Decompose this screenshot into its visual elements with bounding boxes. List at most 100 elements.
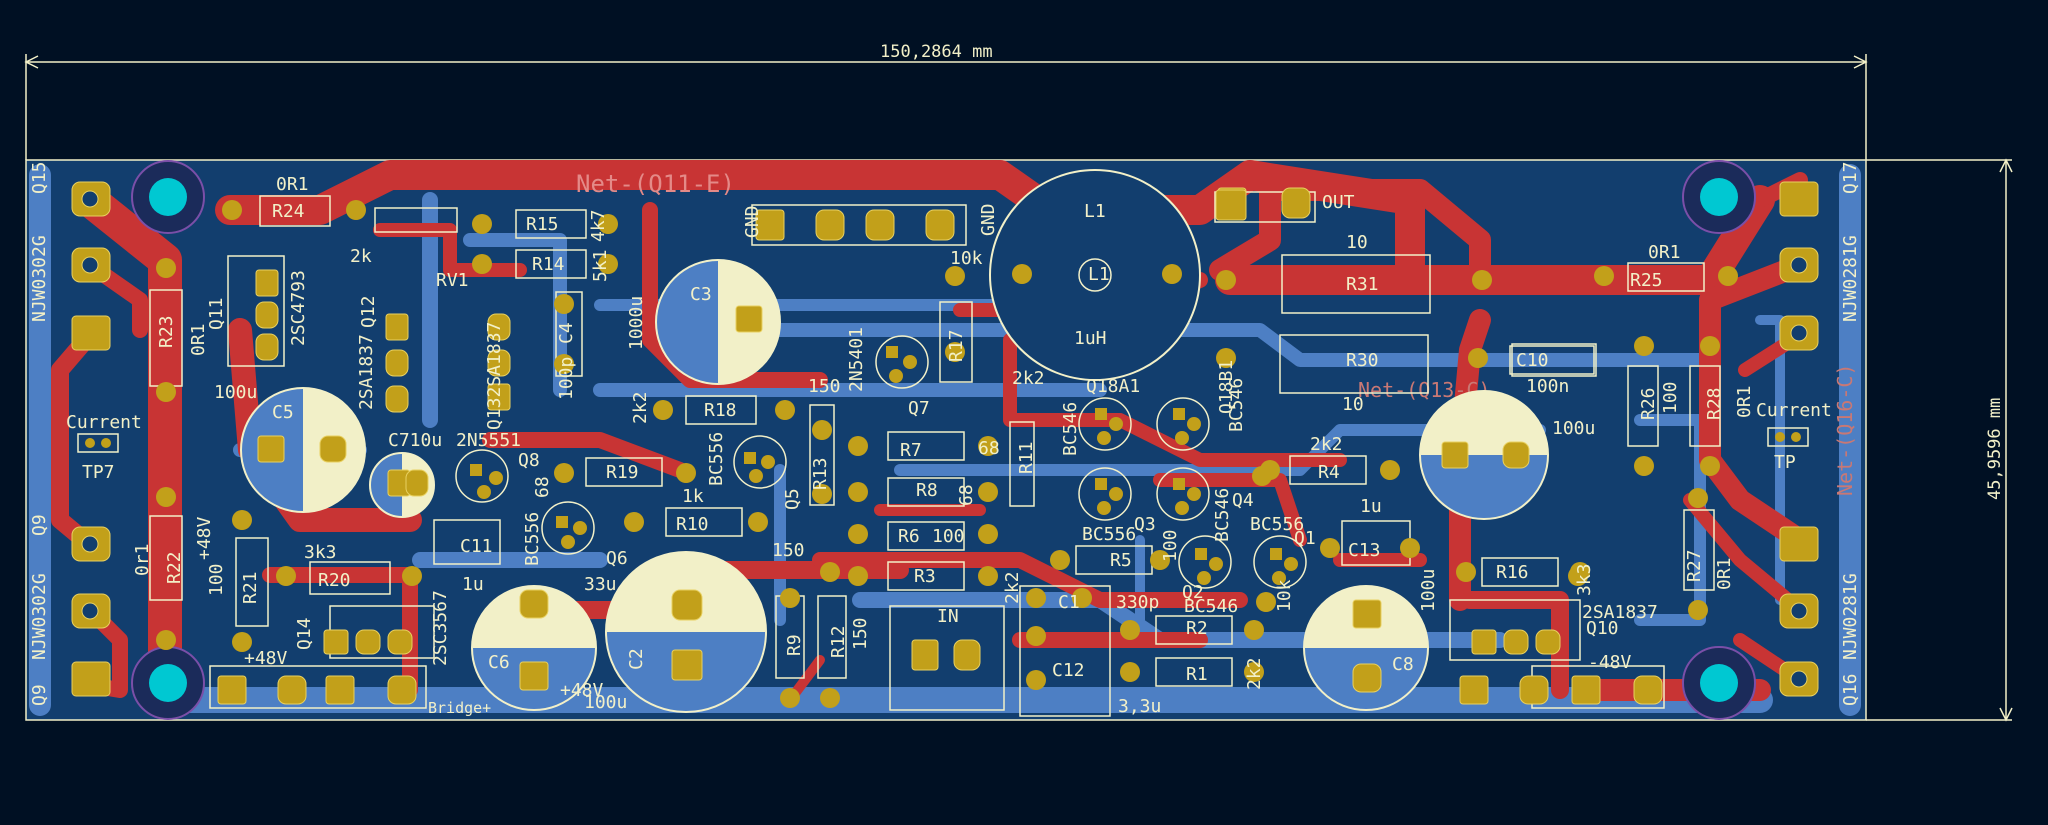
silk-label-2sa1837-q10: 2SA1837 [1582,602,1658,623]
silk-label-100p: 100p [556,357,577,400]
silk-label-2k2-r18: 2k2 [630,391,651,424]
test-point-tp-ref: TP [1774,452,1796,473]
silk-label-150-mid: 150 [772,540,805,561]
silk-label-rv1: RV1 [436,270,469,291]
silk-label-r22: R22 [164,551,185,584]
silk-label-10-r31: 10 [1346,232,1368,253]
dimension-width-label: 150,2864 mm [880,42,993,62]
silk-label-or1-left: 0R1 [188,323,209,356]
silk-label-r15: R15 [526,214,559,235]
silk-label-2k2-r4: 2k2 [1310,434,1343,455]
net-label-q11-e: Net-(Q11-E) [576,170,735,198]
component-outlines [149,191,1721,717]
silk-label-r17: R17 [946,329,967,362]
silk-label-2k2-r11: 2k2 [1012,368,1045,389]
silk-label-q2: Q2 [1182,582,1204,603]
silk-label-r27: R27 [1684,549,1705,582]
silk-label-c11: C11 [460,536,493,557]
dimension-height-label: 45,9596 mm [1985,398,2005,500]
silk-label-r21: R21 [240,571,261,604]
silk-label-5k1: 5k1 [590,249,611,282]
silk-label-r11: R11 [1016,441,1037,474]
connector-in: IN [937,606,959,627]
silk-label-4k7: 4k7 [588,209,609,242]
silk-label-10k-q1: 10k [1274,579,1295,612]
silk-label-q14: Q14 [294,617,315,650]
silk-label-2n5401: 2N5401 [846,327,867,392]
silk-label-1u-c11: 1u [462,574,484,595]
capacitor-c2 [605,551,767,713]
silk-label-r1: R1 [1186,664,1208,685]
silk-label-bc556-q3: BC556 [1082,524,1136,545]
silk-label-q15: Q15 [29,161,50,194]
silk-label-r19: R19 [606,462,639,483]
test-point-tp7-value: Current [66,412,142,433]
silk-label-r5: R5 [1110,550,1132,571]
test-point-tp-value: Current [1756,400,1832,421]
silk-label-bc546-q18b: BC546 [1226,378,1247,432]
silk-label-r14: R14 [532,254,565,275]
silk-label-c10: C10 [1516,350,1549,371]
silk-label-q1: Q1 [1294,528,1316,549]
silk-label-q9-bot: Q9 [29,684,50,706]
connector-gnd-right: GND [978,203,999,236]
silk-label-q12: Q12 [358,295,379,328]
silk-label-c4: C4 [556,322,577,344]
silk-label-c13: C13 [1348,540,1381,561]
silk-label-10k-r17: 10k [950,248,983,269]
silk-label-njw0281g-top: NJW0281G [1840,235,1861,322]
silk-label-q6: Q6 [606,548,628,569]
mounting-hole-top-right [1682,160,1756,234]
silk-label-330p: 330p [1116,592,1159,613]
silk-label-q9-top: Q9 [29,514,50,536]
silk-label-plus48v-c6: +48V [560,680,604,701]
silk-label-c9: C9 [1476,412,1498,433]
silk-label-c6: C6 [488,652,510,673]
silk-label-q17: Q17 [1840,161,1861,194]
silk-label-l1: L1 [1084,201,1106,222]
inductor-l1 [989,169,1201,381]
silk-label-bc556-q5: BC556 [706,432,727,486]
silk-label-1uh: 1uH [1074,328,1107,349]
silk-label-r18: R18 [704,400,737,421]
silk-label-or1-top: 0R1 [276,174,309,195]
silk-label-2sc4793: 2SC4793 [288,270,309,346]
silk-label-bc556-q1: BC556 [1250,514,1304,535]
silk-label-33u: 33u [584,574,617,595]
silk-label-njw0302g-top: NJW0302G [29,235,50,322]
mounting-hole-bottom-right [1682,646,1756,720]
silk-label-68-r7: 68 [978,438,1000,459]
silk-label-68-r8: 68 [956,484,977,506]
silk-label-2k2-r1: 2k2 [1244,657,1265,690]
silk-label-r25: R25 [1630,270,1663,291]
silk-label-100n: 100n [1526,376,1569,397]
silk-label-c1: C1 [1058,592,1080,613]
silk-label-2sc3567: 2SC3567 [430,590,451,666]
pads [71,181,1819,705]
silk-label-r13: R13 [810,457,831,490]
silk-label-r24: R24 [272,201,305,222]
net-label-q16-c: Net-(Q16-C) [1833,364,1857,496]
silk-label-njw0281g-bot: NJW0281G [1840,573,1861,660]
silk-label-njw0302g-bot: NJW0302G [29,573,50,660]
silk-label-c12: C12 [1052,660,1085,681]
silk-label-plus48v-vert: +48V [194,516,215,560]
connector-gnd-left: GND [742,205,763,238]
capacitor-c5 [240,387,366,513]
test-point-tp7 [77,433,119,453]
silk-label-100u-c5: 100u [214,382,257,403]
mounting-hole-top-left [131,160,205,234]
silk-label-2sa1837-q12: 2SA1837 [356,334,377,410]
silk-label-100-r6: 100 [932,526,965,547]
silk-label-r2: R2 [1186,618,1208,639]
silk-label-or1-r27: 0R1 [1714,557,1735,590]
silk-label-r6: R6 [898,526,920,547]
silk-label-r7: R7 [900,440,922,461]
test-point-tp7-ref: TP7 [82,462,115,483]
silk-label-150-top: 150 [808,376,841,397]
silk-label-q11: Q11 [206,297,227,330]
silk-label-c5: C5 [272,402,294,423]
dimension-width [24,54,1868,160]
